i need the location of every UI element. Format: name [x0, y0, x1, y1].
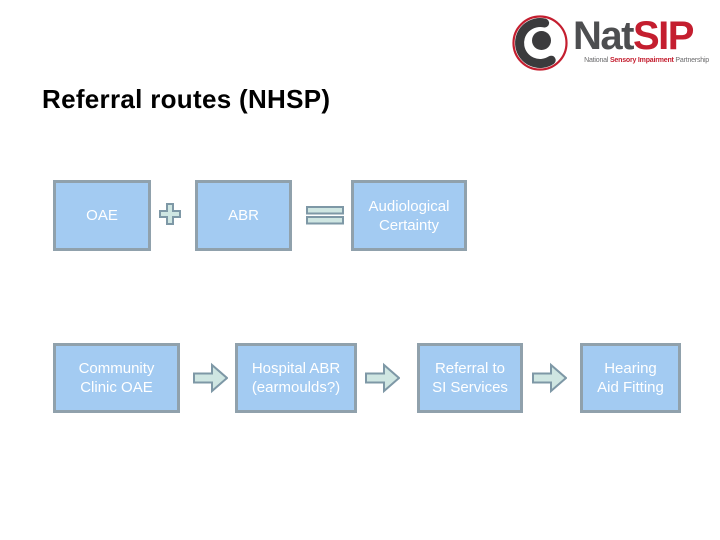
arrow-right-icon: [365, 362, 400, 394]
flow-box-hearing-aid-fitting-label: Hearing Aid Fitting: [597, 360, 664, 396]
logo-tagline: National Sensory Impairment Partnership: [573, 57, 709, 64]
plus-icon: [159, 203, 181, 225]
page-title: Referral routes (NHSP): [42, 84, 331, 114]
flow-box-abr: ABR: [195, 180, 292, 251]
logo-tagline-national: National: [584, 57, 610, 64]
equals-icon: [306, 206, 344, 225]
natsip-logo: NatSIP National Sensory Impairment Partn…: [511, 14, 709, 72]
flow-box-audiological-certainty: Audiological Certainty: [351, 180, 467, 251]
flow-box-hearing-aid-fitting: Hearing Aid Fitting: [580, 343, 681, 413]
flow-box-audiological-certainty-label: Audiological Certainty: [368, 197, 450, 234]
flow-box-abr-label: ABR: [228, 207, 259, 224]
arrow-right-icon: [532, 362, 567, 394]
logo-tagline-sensory-impairment: Sensory Impairment: [609, 57, 674, 64]
flow-box-oae: OAE: [53, 180, 151, 251]
logo-wordmark: NatSIP: [573, 14, 709, 58]
logo-tagline-partnership: Partnership: [673, 57, 709, 64]
flow-box-community-clinic-oae-label: Community Clinic OAE: [78, 360, 155, 396]
logo-text-sip: SIP: [632, 14, 694, 58]
arrow-right-icon: [193, 362, 228, 394]
flow-box-referral-to-si-services-label: Referral to SI Services: [432, 360, 508, 396]
flow-box-hospital-abr-label: Hospital ABR (earmoulds?): [251, 360, 341, 396]
natsip-logo-icon: [512, 15, 568, 71]
flow-box-referral-to-si-services: Referral to SI Services: [417, 343, 523, 413]
flow-box-oae-label: OAE: [86, 207, 118, 224]
logo-text-nat: Nat: [573, 14, 634, 58]
flow-box-community-clinic-oae: Community Clinic OAE: [53, 343, 180, 413]
flow-box-hospital-abr: Hospital ABR (earmoulds?): [235, 343, 357, 413]
